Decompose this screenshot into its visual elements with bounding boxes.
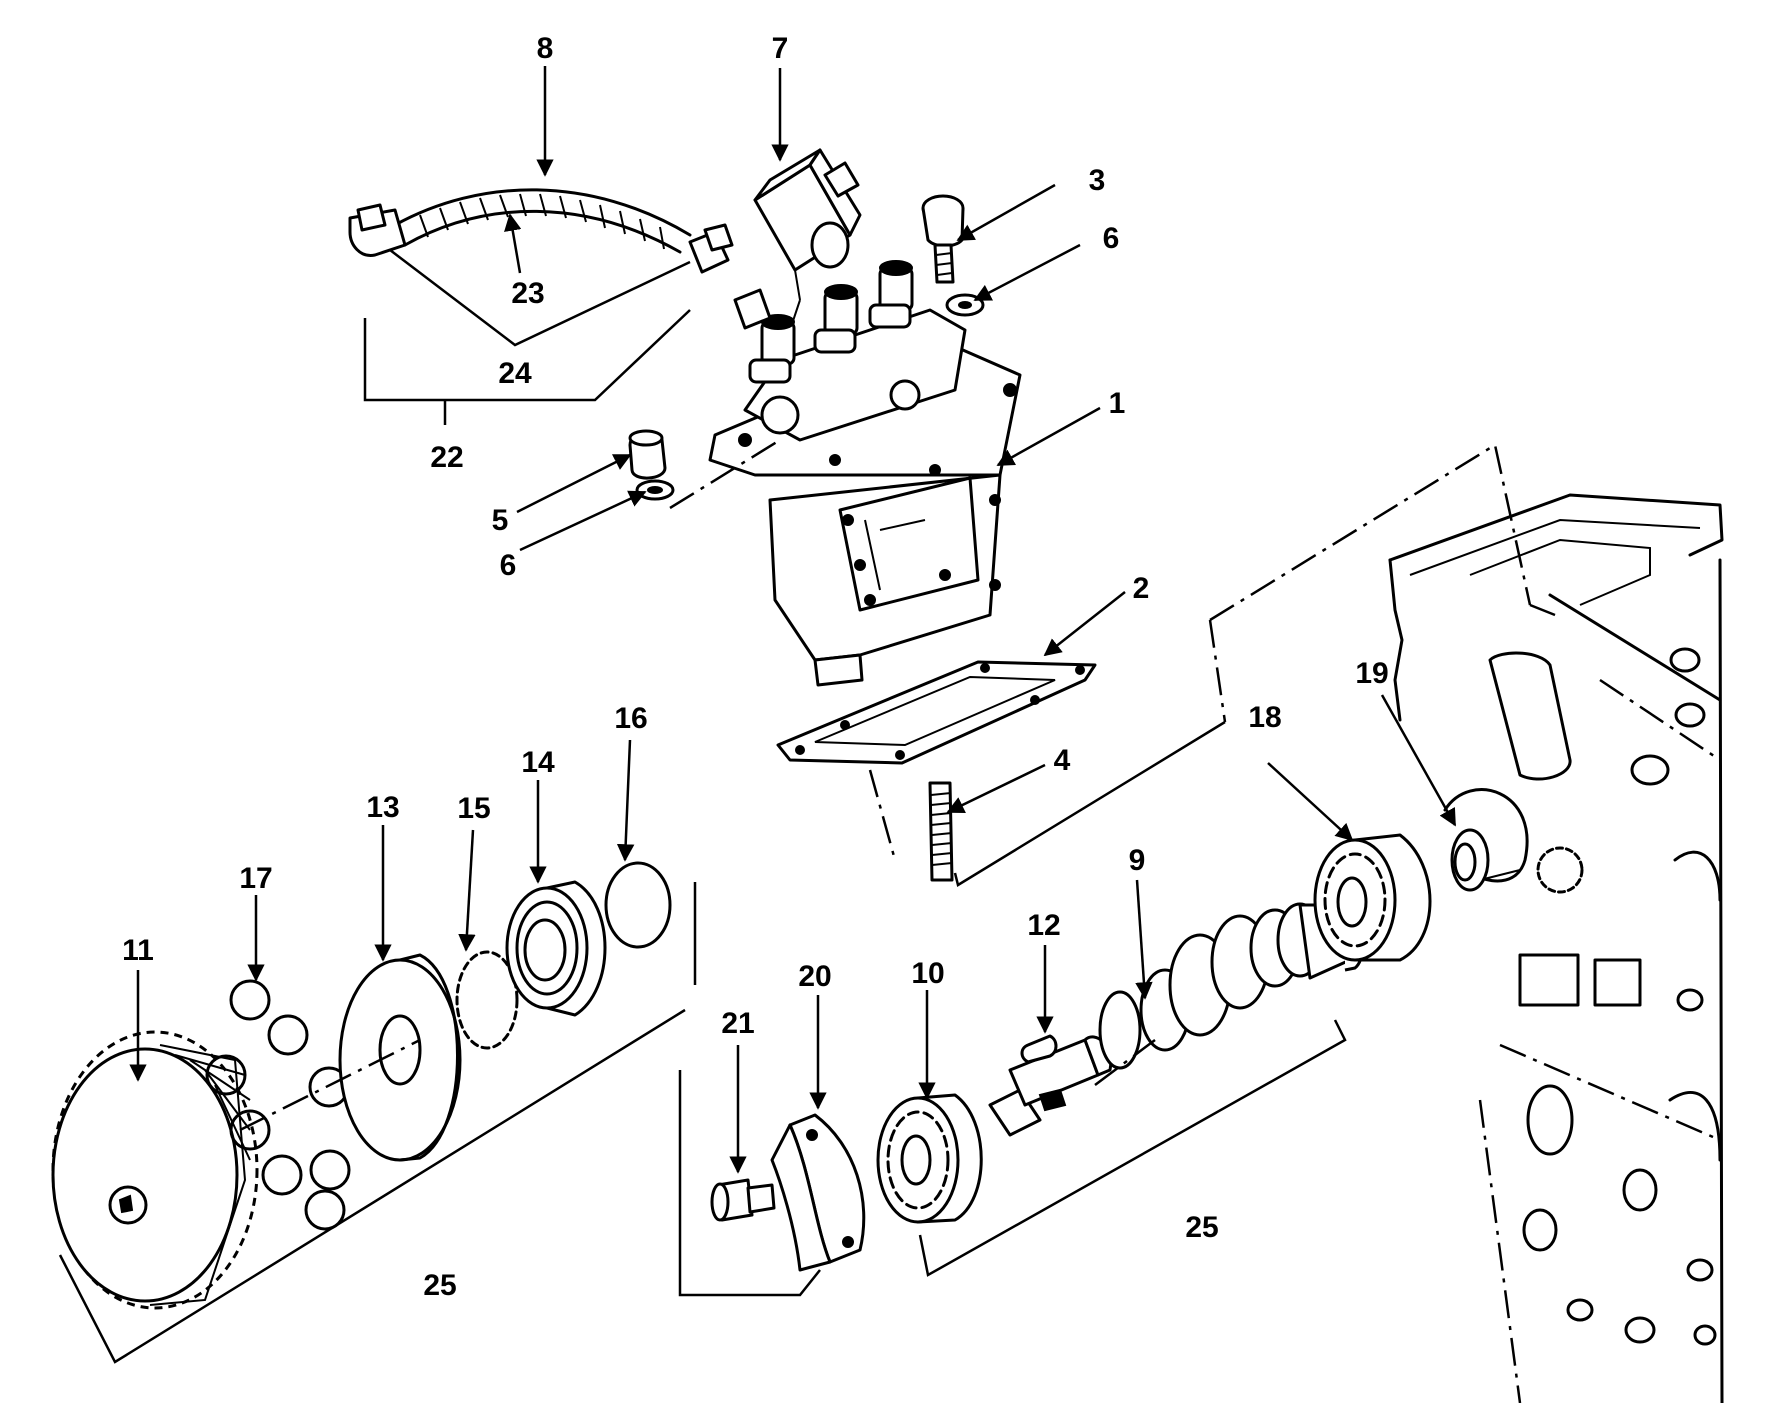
callout-18: 18 (1248, 701, 1281, 734)
pump-gasket (776, 660, 1097, 765)
callout-6-lower: 6 (500, 549, 517, 582)
callout-21: 21 (721, 1007, 754, 1040)
callout-22: 22 (430, 441, 463, 474)
stud-part (928, 781, 954, 882)
snap-ring (455, 950, 519, 1050)
bolt-part (921, 194, 965, 284)
retainer-bolt (710, 1178, 776, 1222)
camshaft-bearing (1313, 833, 1432, 962)
injection-pump (708, 260, 1022, 687)
seal-ring (1450, 828, 1490, 892)
hose-fitting-right (688, 223, 734, 274)
callout-labels: 1 2 3 4 5 6 6 7 8 9 10 11 12 13 14 15 16… (122, 32, 1389, 1302)
leader-lines (129, 66, 1457, 1174)
callout-19: 19 (1355, 657, 1388, 690)
fuel-hose (393, 188, 692, 254)
callout-25-left: 25 (423, 1269, 456, 1302)
callout-16: 16 (614, 702, 647, 735)
o-ring (604, 861, 672, 949)
callout-12: 12 (1027, 909, 1060, 942)
callout-13: 13 (366, 791, 399, 824)
ball-bearing-rear (876, 1093, 983, 1224)
washer-lower (635, 479, 675, 501)
ball-bearing-front (505, 880, 607, 1017)
engine-block (1388, 493, 1724, 1405)
callout-14: 14 (521, 746, 555, 779)
callout-17: 17 (239, 862, 272, 895)
callout-7: 7 (772, 32, 789, 65)
callout-24: 24 (498, 357, 532, 390)
callout-5: 5 (492, 504, 509, 537)
bearing-retainer (770, 1113, 866, 1272)
callout-11: 11 (122, 934, 154, 967)
camshaft (988, 902, 1364, 1137)
delivery-valves (748, 260, 914, 384)
governor-plate (338, 953, 462, 1162)
callout-20: 20 (798, 960, 831, 993)
callout-25-right: 25 (1185, 1211, 1218, 1244)
callout-2: 2 (1133, 572, 1150, 605)
callout-6-upper: 6 (1103, 222, 1120, 255)
plug-part (628, 429, 667, 480)
callout-3: 3 (1089, 164, 1106, 197)
callout-4: 4 (1054, 744, 1071, 777)
callout-9: 9 (1129, 844, 1146, 877)
callout-8: 8 (537, 32, 554, 65)
group-brackets (58, 309, 1556, 1364)
callout-10: 10 (911, 957, 944, 990)
callout-1: 1 (1109, 387, 1126, 420)
woodruff-key (1020, 1034, 1058, 1064)
camshaft-gear (51, 1030, 259, 1310)
callout-15: 15 (457, 792, 490, 825)
solenoid-part (753, 148, 862, 331)
callout-23: 23 (511, 277, 544, 310)
hose-fitting-left (348, 203, 407, 257)
